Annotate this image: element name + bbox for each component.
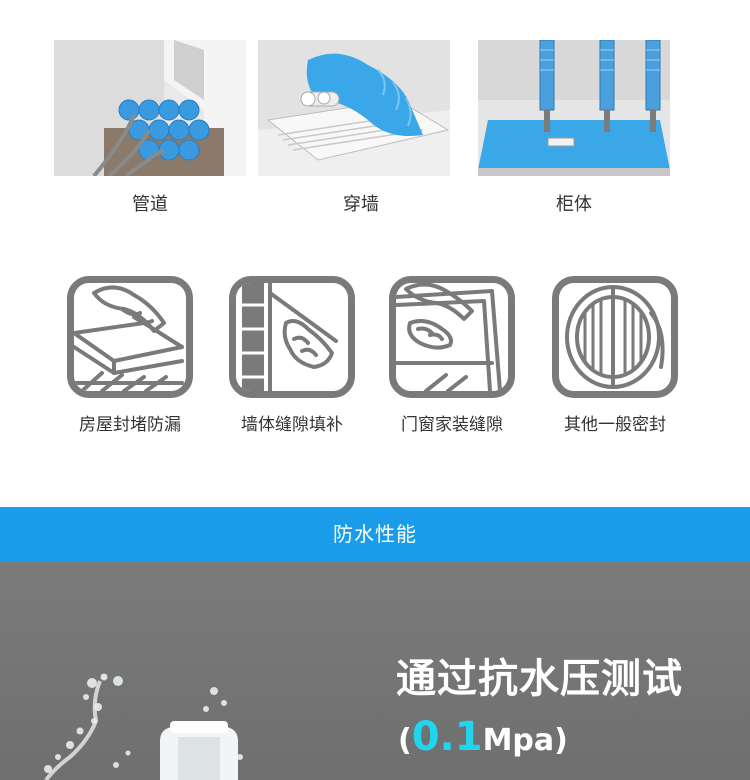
photo-label-cabinet: 柜体 (556, 194, 592, 215)
hero-panel: 通过抗水压测试 (0.1Mpa) (0, 561, 750, 780)
section-header-waterproof: 防水性能 (0, 507, 750, 561)
hero-paren-open: ( (398, 723, 412, 758)
hero-value-number: 0.1 (411, 714, 483, 760)
hero-value-unit: Mpa (482, 723, 555, 758)
hero-title: 通过抗水压测试 (396, 656, 683, 702)
photo-label-wall: 穿墙 (343, 194, 379, 215)
roof-sealing-icon (67, 276, 193, 398)
wall-penetration-photo (258, 40, 450, 176)
cabinet-photo (478, 40, 670, 176)
application-label-wall: 墙体缝隙填补 (241, 415, 343, 435)
general-seal-icon (552, 276, 678, 398)
water-splash-image (44, 673, 243, 780)
window-gap-icon (389, 276, 515, 398)
hero-paren-close: ) (554, 723, 568, 758)
wall-gap-icon (229, 276, 355, 398)
application-label-window: 门窗家装缝隙 (401, 415, 503, 435)
application-label-roof: 房屋封堵防漏 (79, 415, 181, 435)
photo-label-pipe: 管道 (132, 194, 168, 215)
pipe-seal-photo (54, 40, 246, 176)
application-label-general: 其他一般密封 (564, 415, 666, 435)
hero-pressure-value: (0.1Mpa) (398, 713, 728, 765)
photo-row (54, 40, 670, 176)
